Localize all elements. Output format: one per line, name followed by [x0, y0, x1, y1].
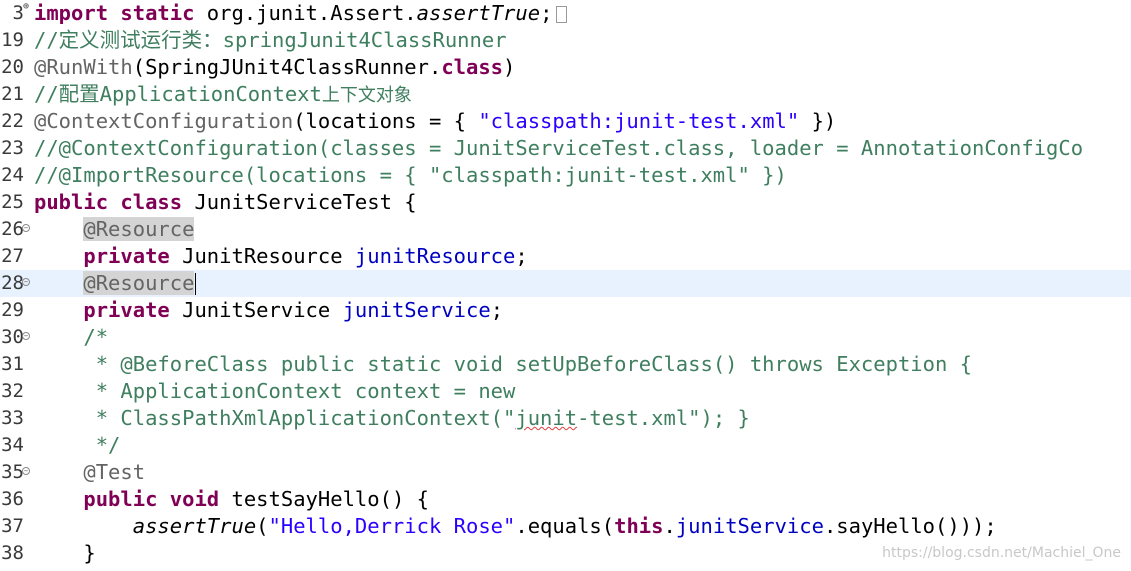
watermark: https://blog.csdn.net/Machiel_One	[882, 545, 1121, 561]
comment-text: * ClassPathXmlApplicationContext("junit-…	[83, 406, 750, 430]
code-text: private JunitService junitService;	[83, 298, 504, 322]
code-text: @RunWith(SpringJUnit4ClassRunner.class)	[34, 55, 516, 79]
comment-text: /*	[83, 325, 109, 349]
code-line-29[interactable]: 29 private JunitService junitService;	[0, 297, 1131, 324]
code-text: public void testSayHello() {	[83, 487, 429, 511]
line-number: 25	[1, 191, 24, 213]
code-line-26[interactable]: 26 − @Resource	[0, 216, 1131, 243]
code-text: public class JunitServiceTest {	[34, 190, 417, 214]
code-text: @Resource	[34, 216, 195, 243]
code-line-35[interactable]: 35 − @Test	[0, 459, 1131, 486]
code-line-30[interactable]: 30 − /*	[0, 324, 1131, 351]
code-line-19[interactable]: 19 //定义测试运行类：springJunit4ClassRunner	[0, 27, 1131, 54]
line-number: 29	[1, 299, 24, 321]
line-number: 31	[1, 353, 24, 375]
code-line-21[interactable]: 21 //配置ApplicationContext上下文对象	[0, 81, 1131, 108]
line-number: 24	[1, 164, 24, 186]
code-line-3[interactable]: 3 ⊕ import static org.junit.Assert.asser…	[0, 0, 1131, 27]
expand-fold-icon[interactable]: ⊕	[22, 1, 30, 12]
code-text: assertTrue("Hello,Derrick Rose".equals(t…	[132, 514, 997, 538]
line-number: 22	[1, 110, 24, 132]
line-number: 21	[1, 83, 24, 105]
code-line-36[interactable]: 36 public void testSayHello() {	[0, 486, 1131, 513]
collapse-fold-icon[interactable]: −	[22, 224, 30, 232]
line-number: 30	[1, 326, 24, 348]
comment-text: //@ContextConfiguration(classes = JunitS…	[34, 136, 1084, 160]
highlighted-annotation: @Resource	[83, 271, 195, 295]
line-number: 38	[1, 542, 24, 564]
code-line-28-current[interactable]: 28 − @Resource	[0, 270, 1131, 297]
code-line-38[interactable]: 38 }	[0, 540, 1131, 567]
code-line-31[interactable]: 31 * @BeforeClass public static void set…	[0, 351, 1131, 378]
code-line-23[interactable]: 23 //@ContextConfiguration(classes = Jun…	[0, 135, 1131, 162]
line-number: 19	[1, 29, 24, 51]
code-line-37[interactable]: 37 assertTrue("Hello,Derrick Rose".equal…	[0, 513, 1131, 540]
collapse-fold-icon[interactable]: −	[22, 332, 30, 340]
comment-text: //配置ApplicationContext上下文对象	[34, 82, 412, 106]
spelling-warning: junit	[515, 406, 578, 430]
code-text: @Resource	[34, 270, 197, 297]
code-line-25[interactable]: 25 public class JunitServiceTest {	[0, 189, 1131, 216]
comment-text: //定义测试运行类：springJunit4ClassRunner	[34, 28, 507, 52]
code-line-27[interactable]: 27 private JunitResource junitResource;	[0, 243, 1131, 270]
code-line-32[interactable]: 32 * ApplicationContext context = new	[0, 378, 1131, 405]
code-text: private JunitResource junitResource;	[83, 244, 528, 268]
line-number: 34	[1, 434, 24, 456]
code-line-20[interactable]: 20 @RunWith(SpringJUnit4ClassRunner.clas…	[0, 54, 1131, 81]
comment-text: * ApplicationContext context = new	[83, 379, 516, 403]
line-number: 3	[12, 2, 24, 24]
line-number: 36	[1, 488, 24, 510]
code-text: @Test	[83, 460, 146, 484]
comment-text: //@ImportResource(locations = { "classpa…	[34, 163, 787, 187]
collapse-fold-icon[interactable]: −	[22, 467, 30, 475]
line-number: 32	[1, 380, 24, 402]
comment-text: * @BeforeClass public static void setUpB…	[83, 352, 973, 376]
highlighted-annotation: @Resource	[83, 217, 195, 241]
code-line-22[interactable]: 22 @ContextConfiguration(locations = { "…	[0, 108, 1131, 135]
line-number: 27	[1, 245, 24, 267]
line-number: 33	[1, 407, 24, 429]
line-number: 26	[1, 218, 24, 240]
collapsed-imports-icon[interactable]	[556, 5, 568, 23]
line-number: 37	[1, 515, 24, 537]
code-text: import static org.junit.Assert.assertTru…	[34, 0, 568, 27]
code-line-33[interactable]: 33 * ClassPathXmlApplicationContext("jun…	[0, 405, 1131, 432]
text-cursor	[195, 273, 197, 295]
line-number: 20	[1, 56, 24, 78]
code-text: @ContextConfiguration(locations = { "cla…	[34, 109, 837, 133]
code-text: }	[83, 541, 96, 565]
comment-text: */	[83, 433, 121, 457]
line-number: 28	[1, 272, 24, 294]
code-line-24[interactable]: 24 //@ImportResource(locations = { "clas…	[0, 162, 1131, 189]
code-line-34[interactable]: 34 */	[0, 432, 1131, 459]
line-number: 35	[1, 461, 24, 483]
collapse-fold-icon[interactable]: −	[22, 278, 30, 286]
line-number: 23	[1, 137, 24, 159]
